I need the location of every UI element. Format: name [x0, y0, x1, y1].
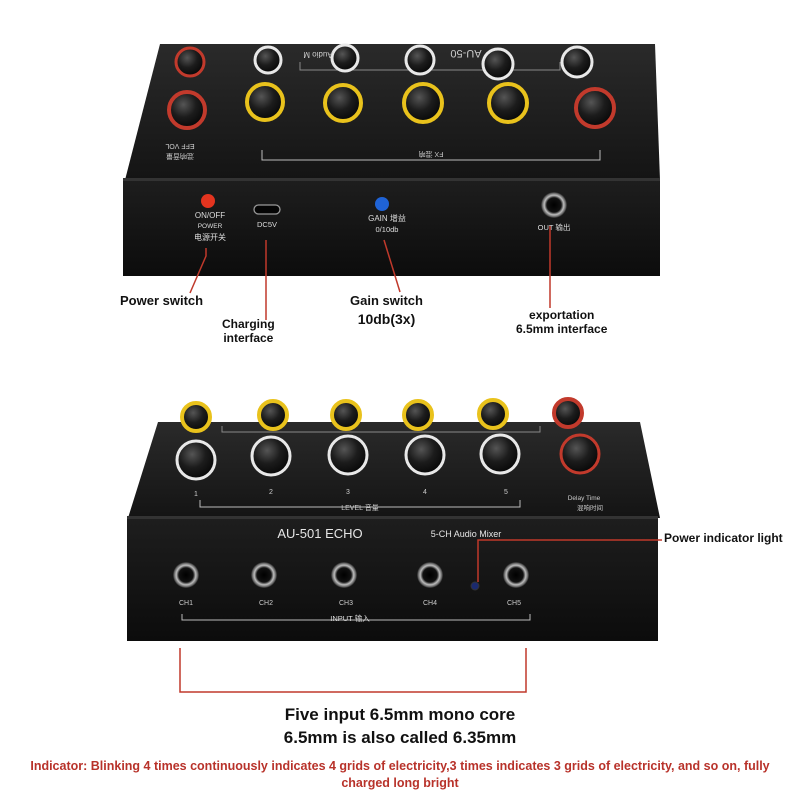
fx-label: FX 混响: [419, 150, 444, 159]
channel-label-ch4: CH4: [423, 600, 437, 607]
input-jack-ch4[interactable]: [417, 562, 443, 588]
knob-number-5: 5: [504, 489, 508, 496]
top-device-rear-panel: [123, 178, 660, 276]
input-label: INPUT 输入: [330, 613, 370, 623]
input-description: Five input 6.5mm mono core 6.5mm is also…: [0, 703, 800, 749]
power-sub-label: POWER: [198, 223, 223, 230]
bottom-callout-lines: [179, 539, 662, 693]
gain-switch-callout: Gain switch 10db(3x): [350, 292, 423, 328]
model-label: AU-501 ECHO: [277, 526, 362, 541]
rear-audio-label: Audio M: [303, 50, 333, 59]
bottom-back-knobs: [180, 397, 584, 433]
gain-sub-label: 0/10db: [376, 225, 399, 234]
out-label: OUT 输出: [538, 222, 571, 232]
power-on-off-label: ON/OFF: [195, 211, 225, 220]
input-description-line-1: Five input 6.5mm mono core: [284, 705, 516, 724]
channel-label-ch1: CH1: [179, 600, 193, 607]
power-button[interactable]: [201, 194, 215, 208]
knob-number-4: 4: [423, 489, 427, 496]
top-callout-lines: [189, 226, 551, 320]
bottom-front-knobs: [175, 433, 601, 481]
indicator-note: Indicator: Blinking 4 times continuously…: [30, 759, 770, 790]
gain-label: GAIN 增益: [368, 213, 406, 223]
power-cn-label: 电源开关: [194, 232, 226, 242]
bottom-mixer-device: 1 2 3 4 5 LEVEL 音量 Delay Time 混响时间 AU-50…: [127, 397, 660, 641]
knob-number-3: 3: [346, 489, 350, 496]
power-indicator-led: [470, 581, 480, 591]
dc5v-label: DC5V: [257, 220, 277, 229]
output-jack[interactable]: [541, 192, 567, 218]
channel-label-ch5: CH5: [507, 600, 521, 607]
eff-vol-label: EFF VOL: [165, 142, 194, 149]
input-description-line-2: 6.5mm is also called 6.35mm: [283, 728, 517, 747]
charging-line-2: interface: [223, 331, 274, 345]
top-mixer-device: FX 混响 EFF VOL 混响音量 AU-50 Audio M ON/OFF …: [123, 43, 660, 276]
rear-model-label: AU-50: [450, 47, 481, 59]
gain-switch-line: Gain switch: [350, 293, 423, 308]
charging-interface-callout: Charging interface: [222, 317, 275, 345]
exportation-line-1: exportation: [529, 308, 595, 322]
input-jack-ch2[interactable]: [251, 562, 277, 588]
delay-label: Delay Time: [568, 495, 601, 502]
level-label: LEVEL 音量: [341, 503, 378, 512]
channel-label-ch2: CH2: [259, 600, 273, 607]
eff-cn-label: 混响音量: [166, 152, 194, 161]
input-jack-ch1[interactable]: [173, 562, 199, 588]
mixer-label: 5-CH Audio Mixer: [431, 529, 502, 539]
charging-line-1: Charging: [222, 317, 275, 331]
gain-button[interactable]: [375, 197, 389, 211]
bottom-device-front-panel: [127, 516, 658, 641]
input-jack-ch3[interactable]: [331, 562, 357, 588]
usb-c-port[interactable]: [253, 204, 281, 215]
knob-number-2: 2: [269, 489, 273, 496]
top-rear-knobs: [174, 43, 594, 81]
input-jacks: [173, 562, 529, 588]
channel-label-ch3: CH3: [339, 600, 353, 607]
power-indicator-callout: Power indicator light: [664, 531, 783, 545]
knob-number-1: 1: [194, 491, 198, 498]
top-device-top-surface: [125, 44, 660, 180]
gain-value-line: 10db(3x): [357, 311, 416, 327]
exportation-callout: exportation 6.5mm interface: [516, 308, 607, 336]
exportation-line-2: 6.5mm interface: [516, 322, 608, 336]
delay-cn-label: 混响时间: [577, 503, 603, 512]
input-jack-ch5[interactable]: [503, 562, 529, 588]
power-switch-callout: Power switch: [120, 293, 204, 308]
top-front-knobs: [167, 82, 616, 130]
